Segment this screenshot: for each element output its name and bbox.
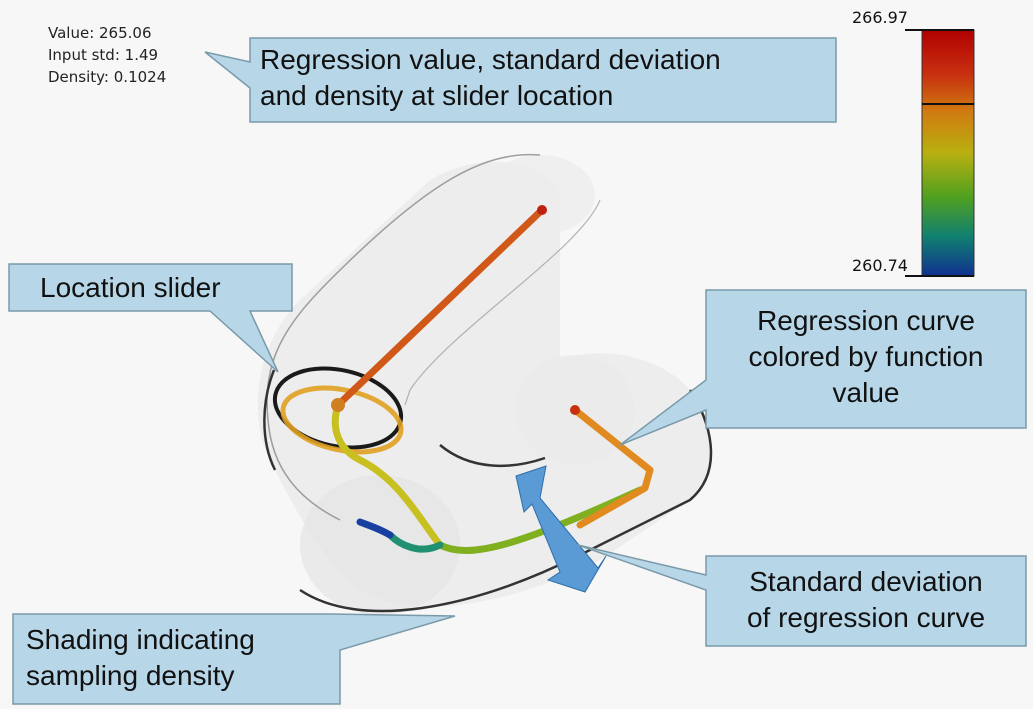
slider-callout — [8, 263, 293, 373]
value-line: Value: 265.06 — [48, 24, 152, 42]
colorbar-max-label: 266.97 — [852, 8, 908, 27]
callout-shapes — [8, 37, 1027, 705]
density-caption: Shading indicating sampling density — [26, 624, 255, 691]
std-callout — [577, 544, 1027, 647]
std-deviation-arrow — [515, 465, 607, 593]
regression-curve — [331, 205, 654, 554]
density-callout — [12, 613, 456, 705]
colorbar-gradient — [921, 29, 975, 277]
curve-caption: Regression curve colored by function val… — [748, 305, 984, 408]
readout-caption: Regression value, standard deviation and… — [260, 44, 721, 111]
slider-position-marker[interactable] — [331, 398, 345, 412]
readout-callout — [204, 37, 837, 123]
colorbar-min-label: 260.74 — [852, 256, 908, 275]
tube-lobe-lower — [300, 475, 460, 615]
curve-callout — [619, 289, 1027, 446]
value-readout: Value: 265.06 Input std: 1.49 Density: 0… — [48, 22, 166, 88]
std-caption: Standard deviation of regression curve — [746, 566, 986, 633]
density-line: Density: 0.1024 — [48, 68, 167, 86]
slider-caption: Location slider — [40, 272, 221, 303]
colorbar — [905, 29, 975, 277]
tube-cap-top — [485, 155, 595, 235]
std-line: Input std: 1.49 — [48, 46, 159, 64]
